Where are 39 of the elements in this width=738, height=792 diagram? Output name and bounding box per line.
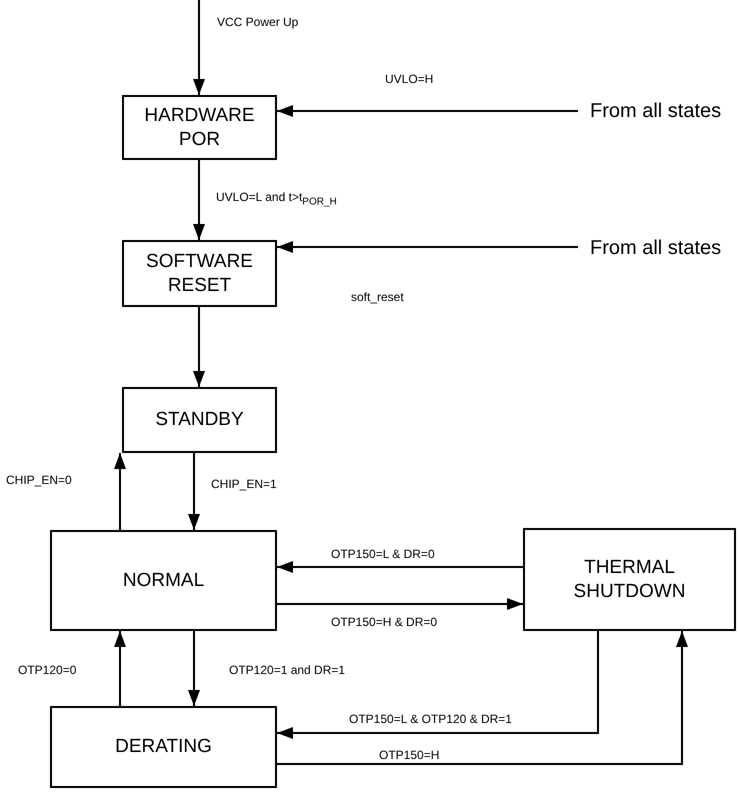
edge-label: OTP120=1 and DR=1 <box>228 663 346 678</box>
arrow <box>188 453 200 530</box>
arrow <box>193 0 205 95</box>
state-box <box>122 387 277 453</box>
edge-label: UVLO=L and t>t$_{POR_H}$ <box>215 190 338 208</box>
state-label: HARDWARE POR <box>143 104 256 152</box>
arrow <box>277 631 599 739</box>
arrow <box>114 453 126 530</box>
state-box <box>122 240 277 307</box>
edge-label: soft_reset <box>350 290 405 304</box>
edge-label: VCC Power Up <box>216 15 300 30</box>
source-label: From all states <box>590 98 722 124</box>
arrow <box>193 307 205 387</box>
state-label: NORMAL <box>122 568 204 592</box>
state-box <box>50 530 277 631</box>
arrow <box>277 631 688 765</box>
state-label: THERMAL SHUTDOWN <box>572 556 686 604</box>
edge-label: OTP120=0 <box>17 663 78 678</box>
arrow <box>114 631 126 706</box>
state-box <box>523 528 736 631</box>
edge-label: OTP150=L & DR=0 <box>330 547 436 562</box>
arrow <box>193 160 205 240</box>
arrow <box>277 561 523 573</box>
edge-label: OTP150=L & OTP120 & DR=1 <box>348 712 513 726</box>
arrow <box>277 241 578 253</box>
state-box <box>50 706 277 788</box>
arrow <box>188 631 200 706</box>
state-label: SOFTWARE RESET <box>145 250 254 298</box>
edge-label: OTP150=H & DR=0 <box>330 615 438 630</box>
edge-label: CHIP_EN=1 <box>210 477 278 492</box>
edge-label: OTP150=H <box>378 748 440 762</box>
arrow <box>277 598 523 610</box>
state-box <box>122 95 277 160</box>
state-label: STANDBY <box>155 408 244 432</box>
source-label: From all states <box>590 236 722 260</box>
edge-label: UVLO=H <box>384 72 434 86</box>
edge-label: CHIP_EN=0 <box>5 473 73 488</box>
state-label: DERATING <box>115 735 212 759</box>
arrow <box>277 105 578 117</box>
